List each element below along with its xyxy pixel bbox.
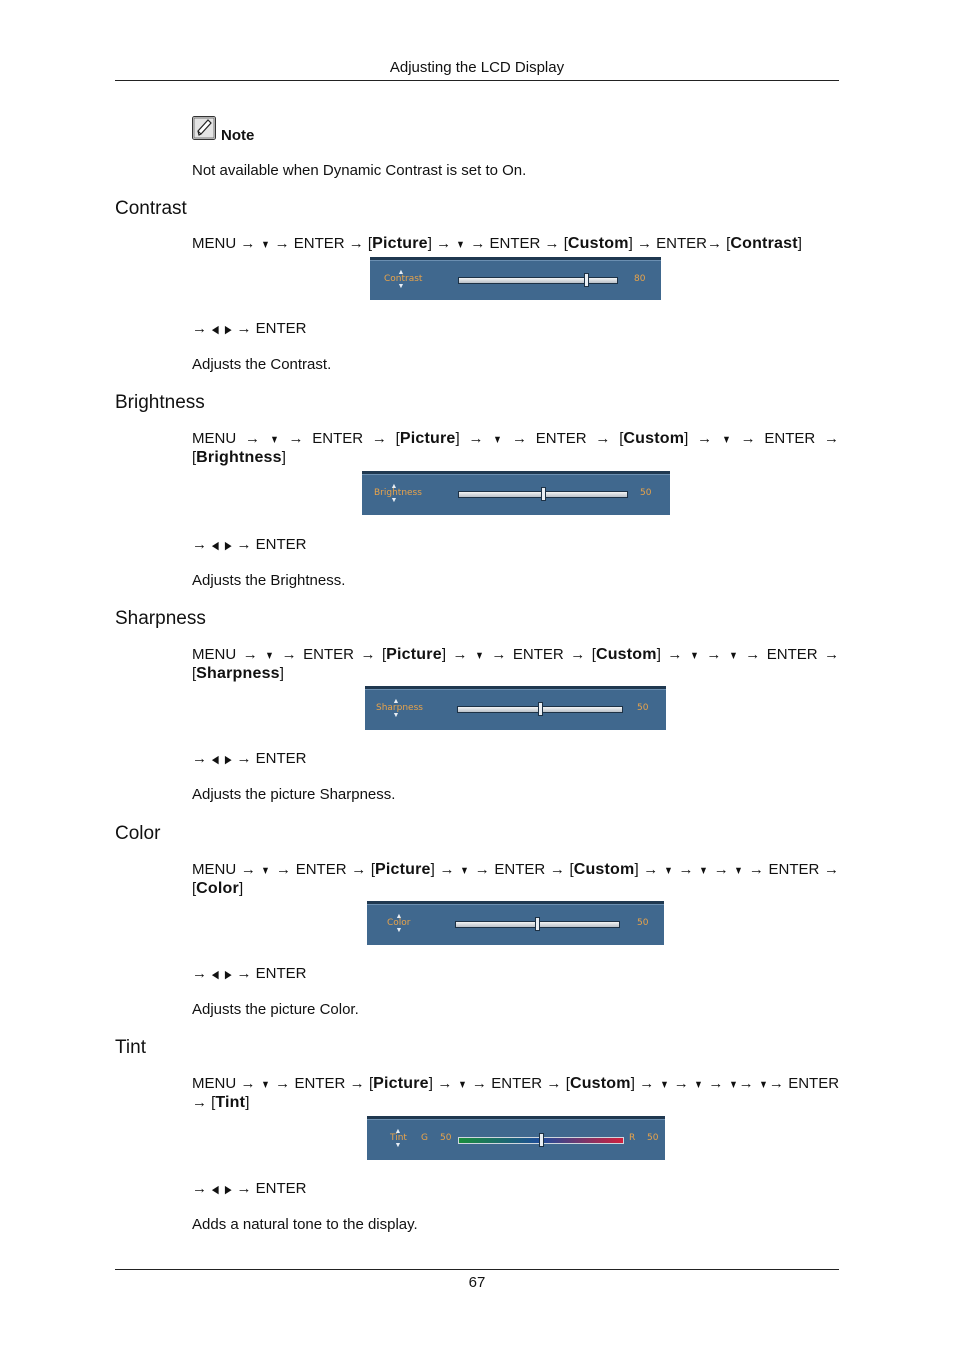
note-text: Not available when Dynamic Contrast is s… [192,162,527,179]
slider-handle[interactable] [538,1133,544,1147]
menu-path-sharpness-target: [Sharpness] [192,665,284,682]
menu-path-brightness-target: [Brightness] [192,449,286,466]
osd-value: 50 [640,488,652,498]
osd-brightness-slider[interactable]: ▲▼ Brightness 50 [362,471,670,515]
osd-value: 80 [634,274,646,284]
menu-path-brightness: MENU → ▼ → ENTER → [Picture] → ▼ → ENTER… [192,430,840,447]
page-header-title: Adjusting the LCD Display [389,59,565,76]
menu-path-tint: MENU → ▼ → ENTER → [Picture] → ▼ → ENTER… [192,1075,840,1092]
description-tint: Adds a natural tone to the display. [192,1216,418,1233]
nav-keys-color: → ◀ ▶ → ENTER [192,965,307,982]
osd-label: Color [387,918,411,928]
up-down-arrows-icon: ▲▼ [392,698,400,719]
tint-left-value: 50 [440,1133,452,1143]
slider-track[interactable] [458,277,618,284]
section-heading-tint: Tint [115,1037,146,1058]
up-down-arrows-icon: ▲▼ [394,1128,402,1149]
slider-handle[interactable] [535,917,540,931]
up-down-arrows-icon: ▲▼ [397,269,405,290]
osd-contrast-slider[interactable]: ▲▼ Contrast 80 [370,257,661,300]
nav-keys-sharpness: → ◀ ▶ → ENTER [192,750,307,767]
osd-label: Contrast [384,274,423,284]
note-label: Note [221,127,255,144]
header-rule [115,80,839,81]
osd-value: 50 [637,703,649,713]
slider-handle[interactable] [537,702,543,716]
description-color: Adjusts the picture Color. [192,1001,359,1018]
nav-keys-contrast: → ◀ ▶ → ENTER [192,320,307,337]
menu-path-color-target: [Color] [192,880,244,897]
description-contrast: Adjusts the Contrast. [192,356,332,373]
menu-path-contrast: MENU → ▼ → ENTER → [Picture] → ▼ → ENTER… [192,235,802,252]
section-heading-contrast: Contrast [115,198,187,219]
section-heading-color: Color [115,823,161,844]
osd-value: 50 [637,918,649,928]
nav-keys-brightness: → ◀ ▶ → ENTER [192,536,307,553]
tint-right-label: R [629,1133,636,1143]
description-brightness: Adjusts the Brightness. [192,572,346,589]
tint-right-value: 50 [647,1133,659,1143]
osd-label: Tint [390,1133,407,1143]
tint-left-label: G [421,1133,428,1143]
section-heading-brightness: Brightness [115,392,205,413]
up-down-arrows-icon: ▲▼ [390,483,398,504]
osd-label: Brightness [374,488,422,498]
section-heading-sharpness: Sharpness [115,608,206,629]
description-sharpness: Adjusts the picture Sharpness. [192,786,396,803]
osd-label: Sharpness [376,703,423,713]
osd-sharpness-slider[interactable]: ▲▼ Sharpness 50 [365,686,666,730]
osd-color-slider[interactable]: ▲▼ Color 50 [367,901,664,945]
menu-path-color: MENU → ▼ → ENTER → [Picture] → ▼ → ENTER… [192,861,840,878]
page-number: 67 [468,1274,486,1291]
note-pencil-icon [192,116,216,140]
menu-path-tint-target: → [Tint] [192,1094,250,1111]
footer-rule [115,1269,839,1270]
slider-handle[interactable] [583,273,589,287]
up-down-arrows-icon: ▲▼ [395,913,403,934]
slider-handle[interactable] [540,487,546,501]
menu-path-sharpness: MENU → ▼ → ENTER → [Picture] → ▼ → ENTER… [192,646,840,663]
osd-tint-slider[interactable]: ▲▼ Tint G 50 R 50 [367,1116,665,1160]
nav-keys-tint: → ◀ ▶ → ENTER [192,1180,307,1197]
